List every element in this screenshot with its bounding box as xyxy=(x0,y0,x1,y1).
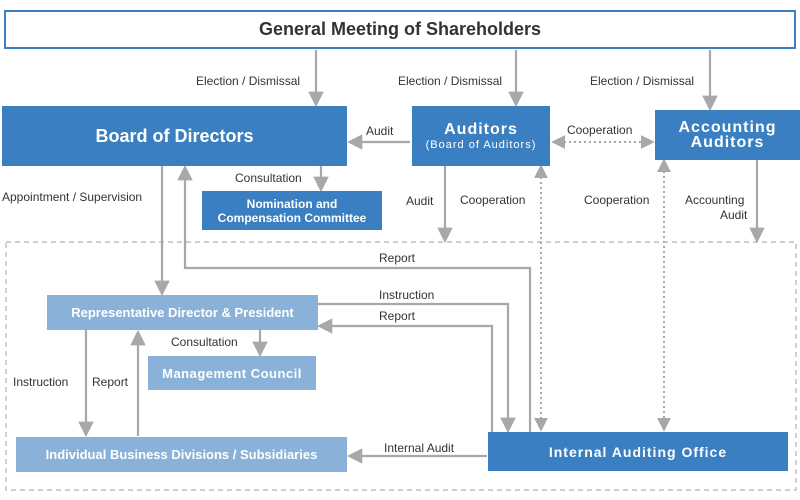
label-instruction-div: Instruction xyxy=(13,375,69,389)
label-report-board: Report xyxy=(379,251,416,265)
label-consultation-board: Consultation xyxy=(235,171,302,185)
label-cooperation-auditors: Cooperation xyxy=(460,193,526,207)
internal-auditing-office-box: Internal Auditing Office xyxy=(488,432,788,471)
label-cooperation-accounting: Cooperation xyxy=(584,193,650,207)
label-audit-auditors: Audit xyxy=(406,194,434,208)
arrow-report-rep xyxy=(316,318,494,432)
label-accounting-audit-2: Audit xyxy=(720,208,748,222)
general-meeting-label: General Meeting of Shareholders xyxy=(258,19,542,39)
label-election-accounting: Election / Dismissal xyxy=(590,74,695,88)
arrow-report-board xyxy=(177,164,532,432)
business-divisions-label: Individual Business Divisions / Subsidia… xyxy=(45,447,318,462)
label-internal-audit: Internal Audit xyxy=(384,441,455,455)
label-election-board: Election / Dismissal xyxy=(196,74,301,88)
auditors-sublabel: (Board of Auditors) xyxy=(425,139,537,151)
nomination-label-line1: Nomination and xyxy=(246,196,338,211)
management-council-box: Management Council xyxy=(148,356,316,390)
label-report-iao: Report xyxy=(379,309,416,323)
nomination-label-line2: Compensation Committee xyxy=(217,210,367,225)
representative-director-box: Representative Director & President xyxy=(47,295,318,330)
auditors-box: Auditors (Board of Auditors) xyxy=(412,106,550,166)
label-consultation-mgmt: Consultation xyxy=(171,335,238,349)
management-council-label: Management Council xyxy=(162,365,302,381)
representative-director-label: Representative Director & President xyxy=(71,305,294,320)
label-appointment: Appointment / Supervision xyxy=(2,190,143,204)
board-of-directors-box: Board of Directors xyxy=(2,106,347,166)
label-instruction-iao: Instruction xyxy=(379,288,435,302)
general-meeting-box: General Meeting of Shareholders xyxy=(4,10,796,49)
label-accounting-audit-1: Accounting xyxy=(685,193,745,207)
company-boundary xyxy=(5,241,797,491)
label-election-auditors: Election / Dismissal xyxy=(398,74,503,88)
board-label: Board of Directors xyxy=(95,125,254,146)
business-divisions-box: Individual Business Divisions / Subsidia… xyxy=(16,437,347,472)
accounting-label-line2: Auditors xyxy=(690,134,765,151)
label-cooperation-top: Cooperation xyxy=(567,123,633,137)
nomination-committee-box: Nomination and Compensation Committee xyxy=(202,191,382,230)
label-report-div: Report xyxy=(92,375,129,389)
arrow-instruction-iao xyxy=(318,302,516,434)
internal-auditing-office-label: Internal Auditing Office xyxy=(548,443,728,460)
auditors-label: Auditors xyxy=(444,121,518,138)
accounting-label-line1: Accounting xyxy=(678,119,777,136)
accounting-auditors-box: Accounting Auditors xyxy=(655,110,800,160)
label-audit-board: Audit xyxy=(366,124,394,138)
